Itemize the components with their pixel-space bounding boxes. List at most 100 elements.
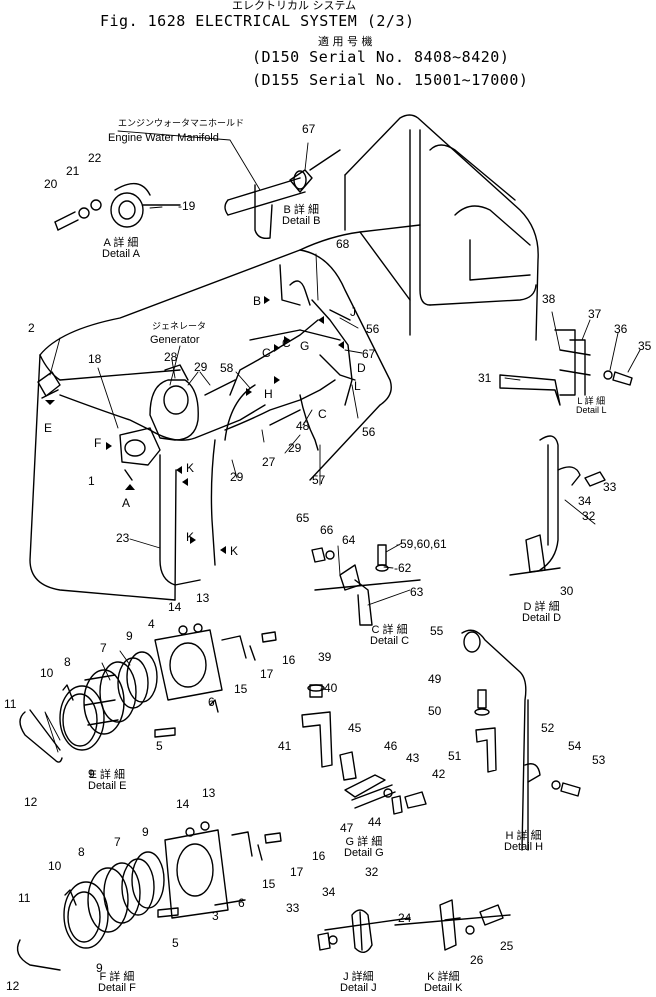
detail-f-lamp	[18, 822, 281, 970]
part-number-5-f: 5	[172, 936, 179, 950]
part-number-64: 64	[342, 533, 356, 547]
part-number-12-f: 12	[6, 979, 20, 993]
detail-h-jp: H 詳 細	[505, 830, 542, 842]
detail-b-manifold	[225, 150, 340, 238]
detail-f-en: Detail F	[98, 982, 136, 994]
serial-range-d150-text: D150 Serial No. 8408~8420	[261, 48, 500, 66]
part-number-13-a: 13	[196, 591, 210, 605]
part-number-3: 3	[212, 909, 219, 923]
part-number-36: 36	[614, 322, 628, 336]
view-letter-l: L	[354, 379, 361, 393]
part-number-40-text: 40	[324, 681, 338, 695]
leader-lines	[45, 131, 640, 752]
part-number-66: 66	[320, 523, 334, 537]
part-number-12-e: 12	[24, 795, 38, 809]
part-number-7-e: 7	[100, 641, 107, 655]
view-letter-c2: C	[282, 336, 291, 350]
part-number-17-f: 17	[290, 865, 304, 879]
part-number-6-f: 6	[238, 896, 245, 910]
detail-d-en: Detail D	[522, 612, 562, 624]
generator-label-jp: ジェネレータ	[152, 322, 207, 332]
part-number-1: 1	[88, 474, 95, 488]
detail-d-clamp	[510, 436, 605, 575]
part-number-14-f: 14	[176, 797, 190, 811]
part-number-59-61: -59,60,61	[396, 537, 447, 551]
part-number-39: 39	[318, 650, 332, 664]
detail-k-en: Detail K	[424, 982, 463, 994]
serial-range-d155-text: D155 Serial No. 15001~17000	[261, 71, 519, 89]
part-number-4: 4	[148, 617, 155, 631]
part-number-62: -62	[394, 561, 412, 575]
part-number-13-f: 13	[202, 786, 216, 800]
part-number-34-d: 34	[578, 494, 592, 508]
detail-e-lamp	[20, 624, 276, 762]
engine-water-manifold-label: Engine Water Manifold	[108, 132, 219, 144]
part-number-29-c: 29	[288, 441, 302, 455]
detail-l-en: Detail L	[576, 405, 607, 415]
view-letter-g: G	[300, 339, 310, 353]
detail-k-clamp	[395, 900, 510, 950]
wiring-harness	[60, 265, 355, 585]
part-number-32-j: 32	[365, 865, 379, 879]
part-number-9-e-top: 9	[126, 629, 133, 643]
serial-range-d155: (D155 Serial No. 15001~17000)	[252, 71, 529, 89]
part-number-50: 50	[428, 704, 442, 718]
part-number-62-text: 62	[398, 561, 412, 575]
engine-hood-outline	[30, 115, 538, 600]
part-number-68: 68	[336, 237, 350, 251]
view-arrows	[45, 296, 344, 554]
detail-c-en: Detail C	[370, 635, 410, 647]
part-number-16-f: 16	[312, 849, 326, 863]
part-number-54: 54	[568, 739, 582, 753]
part-number-44: 44	[368, 815, 382, 829]
part-number-16-e: 16	[282, 653, 296, 667]
view-letter-b: B	[253, 294, 262, 308]
view-letter-d: D	[357, 361, 366, 375]
detail-j-jp: J 詳細	[343, 971, 374, 983]
detail-a-jp: A 詳 細	[103, 237, 139, 249]
detail-j-clamp	[318, 910, 410, 952]
view-letter-f: F	[94, 436, 102, 450]
part-2-lamp-mount	[38, 372, 60, 398]
part-number-32-d: 32	[582, 509, 596, 523]
part-number-52: 52	[541, 721, 555, 735]
part-number-37: 37	[588, 307, 602, 321]
part-number-17-e: 17	[260, 667, 274, 681]
part-number-56-b: 56	[362, 425, 376, 439]
view-letter-e: E	[44, 421, 53, 435]
part-number-43: 43	[406, 751, 420, 765]
part-number-9-f-top: 9	[142, 825, 149, 839]
engine-water-manifold-label-jp: エンジンウォータマニホールド	[118, 119, 245, 129]
view-letter-a: A	[122, 496, 131, 510]
part-number-9-e-bottom: 9	[88, 767, 95, 781]
detail-f-jp: F 詳 細	[99, 971, 135, 983]
detail-c-bracket	[312, 545, 420, 625]
detail-h-en: Detail H	[504, 841, 544, 853]
part-number-56-a: 56	[366, 322, 380, 336]
detail-j-en: Detail J	[340, 982, 377, 994]
part-number-21: 21	[66, 164, 80, 178]
part-number-49: 49	[428, 672, 442, 686]
detail-g-en: Detail G	[344, 847, 384, 859]
part-number-31: 31	[478, 371, 492, 385]
part-number-8-e: 8	[64, 655, 71, 669]
part-number-34-j: 34	[322, 885, 336, 899]
title-japanese: エレクトリカル システム	[232, 0, 357, 12]
part-number-58: 58	[220, 361, 234, 375]
view-letter-j: J	[350, 305, 356, 319]
view-letter-c3: C	[318, 407, 327, 421]
detail-h-clamp	[462, 630, 580, 850]
part-number-10-f: 10	[48, 859, 62, 873]
detail-g-jp: G 詳 細	[345, 836, 383, 848]
part-number-33-j: 33	[286, 901, 300, 915]
part-number-25: 25	[500, 939, 514, 953]
part-number-41: 41	[278, 739, 292, 753]
